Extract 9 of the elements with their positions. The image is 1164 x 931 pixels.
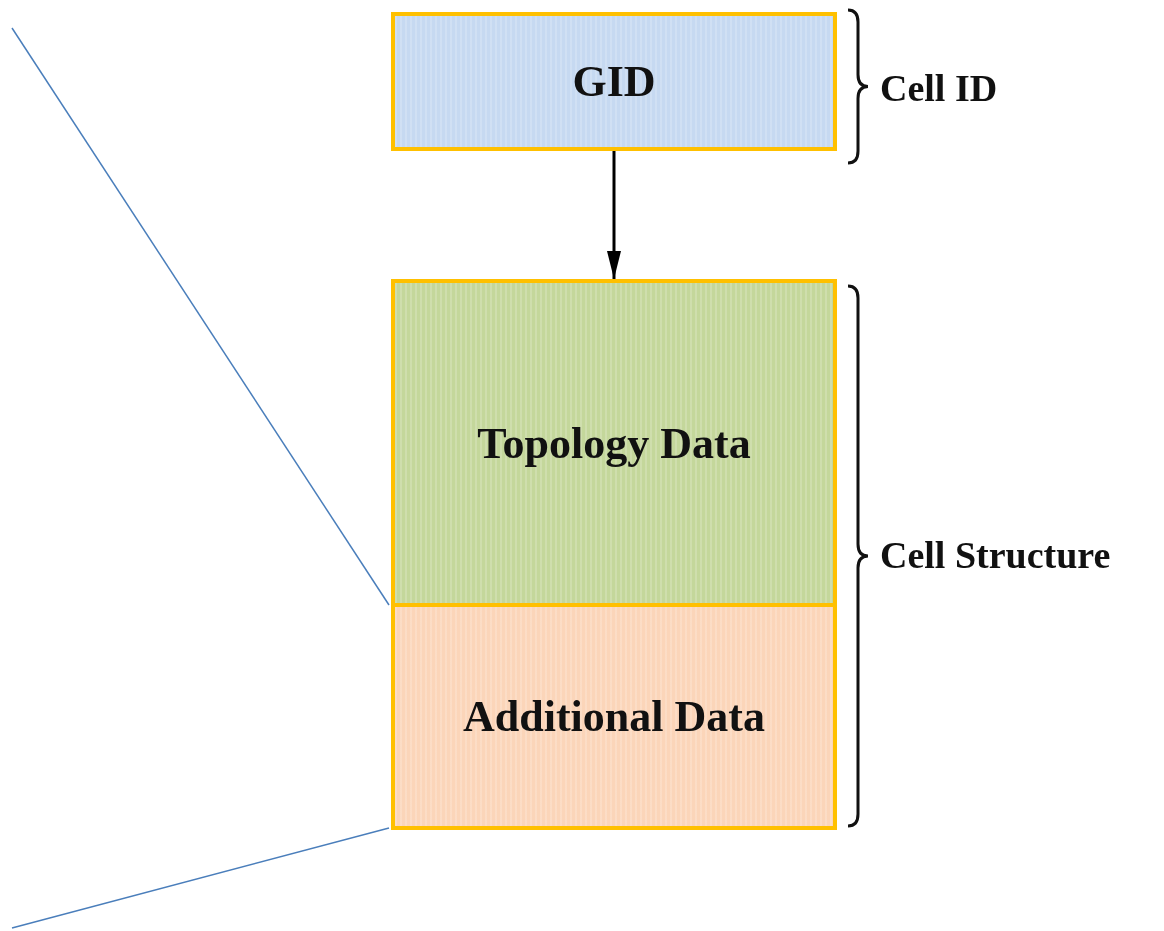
- zoom-line: [11, 827, 390, 929]
- block-label: Additional Data: [463, 691, 765, 742]
- arrow: [607, 151, 621, 279]
- block-label: Topology Data: [477, 417, 751, 469]
- block-label: GID: [572, 56, 656, 107]
- zoom-line: [11, 27, 390, 606]
- id-box: [391, 12, 837, 151]
- bracket-label: Cell ID: [880, 66, 998, 110]
- bracket-label: Cell Structure: [880, 533, 1111, 577]
